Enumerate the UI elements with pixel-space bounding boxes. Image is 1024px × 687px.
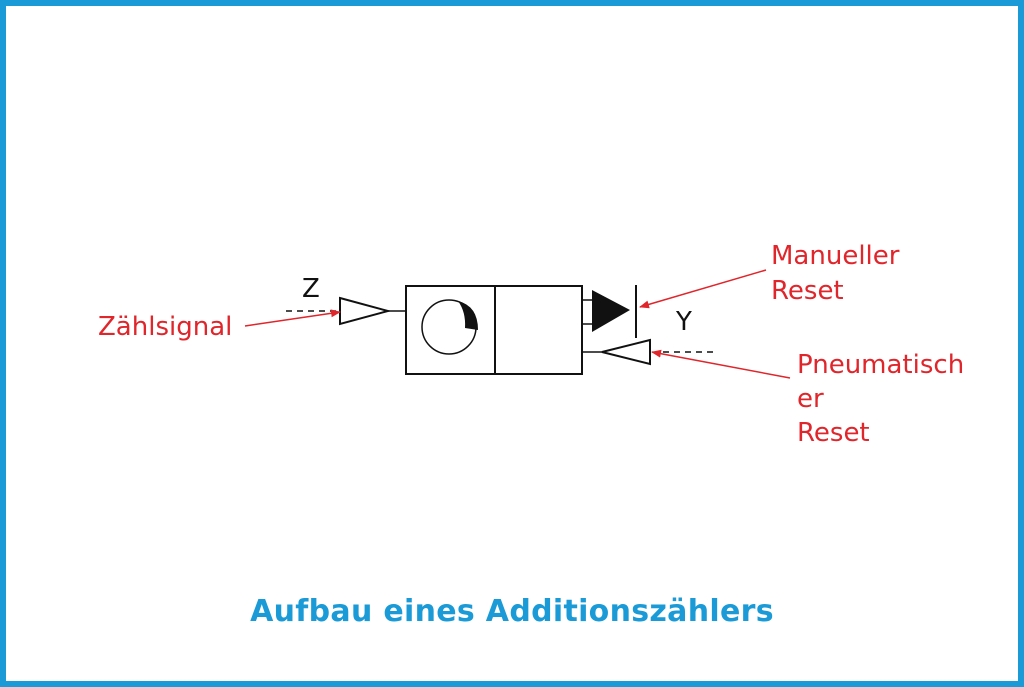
diagram-caption: Aufbau eines Additionszählers: [250, 594, 774, 629]
manual-reset-annotation-arrow: [639, 269, 767, 309]
pneumatic-reset-annotation-arrow: [651, 349, 791, 379]
input-letter-z: Z: [302, 274, 320, 304]
output-letter-y: Y: [675, 307, 692, 337]
manual-reset-arrow-icon: [592, 290, 630, 332]
counter-body-left: [405, 285, 496, 375]
counter-body-right: [494, 285, 583, 375]
pneumatic-reset-triangle: [601, 338, 651, 366]
counter-dial-segment: [458, 301, 478, 330]
manual-reset-label-line1: Manueller: [771, 241, 900, 271]
count-signal-triangle: [339, 296, 392, 326]
pneumatic-reset-label-line2: er: [797, 384, 824, 414]
pneumatic-reset-label-line1: Pneumatisch: [797, 350, 964, 380]
manual-reset-label-line2: Reset: [771, 276, 844, 306]
pneumatic-reset-label-line3: Reset: [797, 418, 870, 448]
count-signal-label: Zählsignal: [98, 312, 232, 342]
count-signal-annotation-arrow: [244, 309, 341, 327]
